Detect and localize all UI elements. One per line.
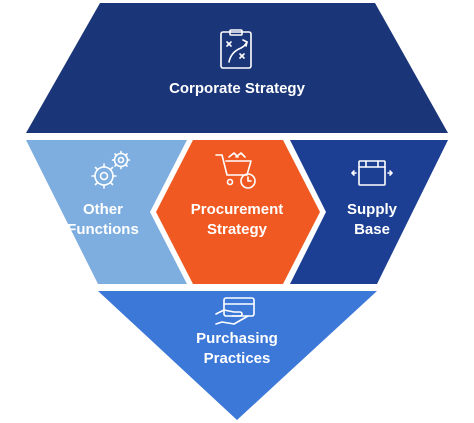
other-functions-label-line1: Other <box>83 201 123 218</box>
other-functions-label-line2: Functions <box>67 221 139 238</box>
segment-corporate-strategy: Corporate Strategy <box>26 3 448 133</box>
supply-base-shape <box>290 140 448 284</box>
other-functions-shape <box>26 140 187 284</box>
box-arrows-icon <box>351 160 393 186</box>
procurement-strategy-label-line1: Procurement <box>191 201 284 218</box>
segment-procurement-strategy: Procurement Strategy <box>156 140 320 284</box>
supply-base-label-line2: Base <box>354 221 390 238</box>
procurement-strategy-label-line2: Strategy <box>207 221 268 238</box>
segment-other-functions: Other Functions <box>26 140 187 284</box>
procurement-strategy-shape <box>156 140 320 284</box>
card-hand-icon <box>215 297 255 325</box>
purchasing-practices-label-line1: Purchasing <box>196 330 278 347</box>
corporate-strategy-label: Corporate Strategy <box>169 80 306 97</box>
strategy-clipboard-icon <box>220 29 252 69</box>
segment-purchasing-practices: Purchasing Practices <box>98 291 377 420</box>
segment-supply-base: Supply Base <box>290 140 448 284</box>
supply-base-label-line1: Supply <box>347 201 398 218</box>
purchasing-practices-label-line2: Practices <box>204 350 271 367</box>
purchasing-practices-shape <box>98 291 377 420</box>
shopping-cart-clock-icon <box>215 152 256 189</box>
gears-icon <box>91 150 131 189</box>
